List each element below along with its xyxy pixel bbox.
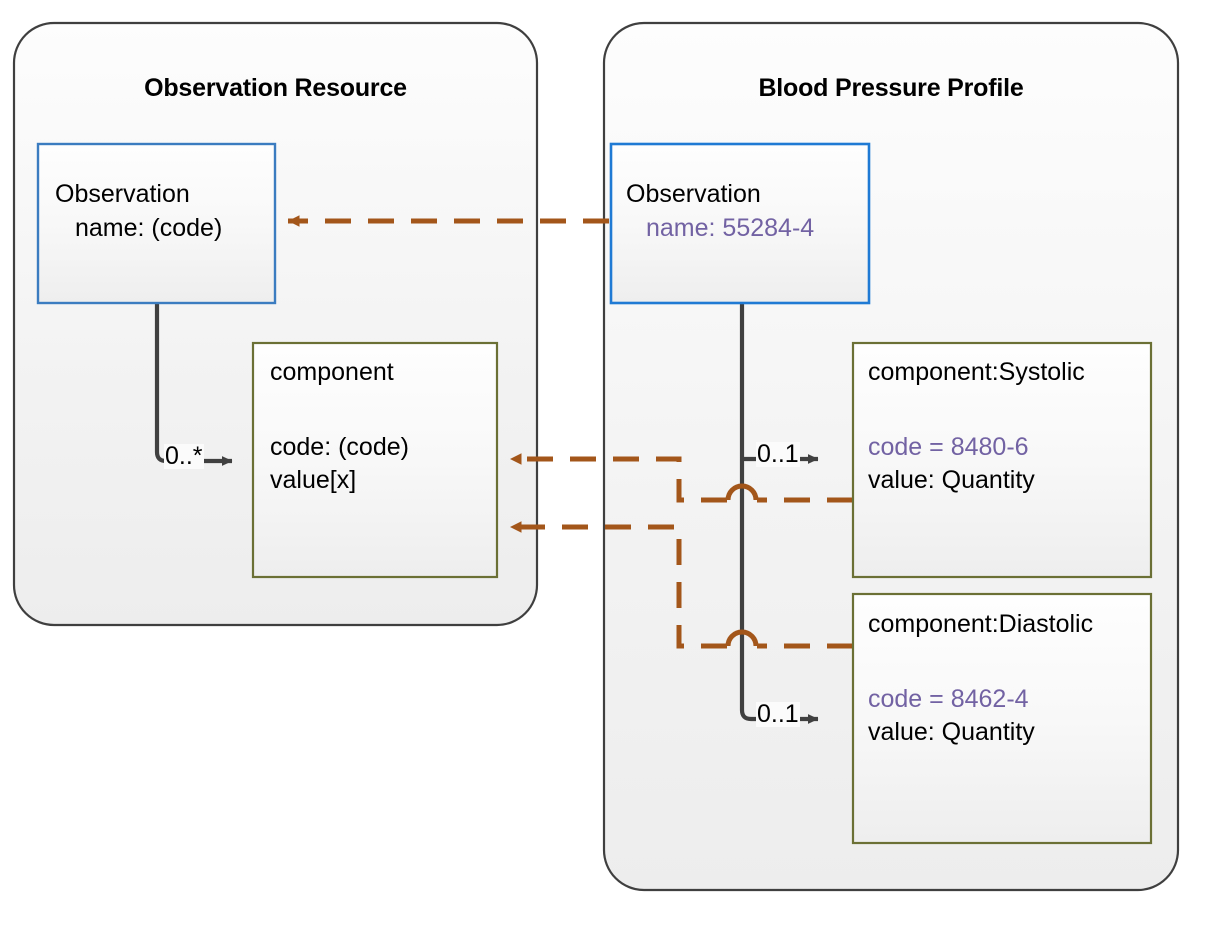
package-title-observation-resource: Observation Resource: [144, 74, 407, 102]
class-box-component-diastolic[interactable]: [851, 592, 1153, 845]
class-box-component-systolic[interactable]: [851, 341, 1153, 579]
class-component-diastolic-header: component:Diastolic: [868, 612, 1094, 638]
class-component-systolic-header: component:Systolic: [868, 360, 1085, 386]
class-box-component-base[interactable]: [251, 341, 499, 579]
class-box-observation-base[interactable]: [36, 142, 277, 305]
class-component-base-header: component: [270, 358, 394, 386]
constraint-diastolic-line-hop: [725, 629, 759, 647]
class-observation-base-attr-name: name: (code): [75, 214, 223, 242]
class-component-systolic-attr-code: code = 8480-6: [868, 433, 1029, 461]
class-component-systolic-attr-value: value: Quantity: [868, 466, 1035, 493]
constraint-diastolic-to-base-component: [510, 521, 727, 649]
class-component-base-attr-value: value[x]: [270, 466, 357, 494]
class-component-diastolic-attr-code: code = 8462-4: [868, 685, 1029, 713]
class-observation-base-text: Observation name: (code): [55, 182, 222, 241]
multiplicity-observation-component: 0..*: [164, 442, 204, 470]
class-observation-profile-header: Observation: [626, 180, 761, 208]
multiplicity-profile-diastolic: 0..1: [756, 700, 800, 728]
multiplicity-profile-systolic: 0..1: [756, 440, 800, 468]
constraint-systolic-to-base-component: [510, 453, 727, 503]
class-box-observation-profile[interactable]: [609, 142, 871, 305]
class-observation-base-header: Observation: [55, 180, 190, 208]
class-component-systolic-text: component:Systolic code = 8480-6 value: …: [868, 360, 1164, 493]
package-title-blood-pressure-profile: Blood Pressure Profile: [758, 74, 1024, 102]
class-component-diastolic-attr-value: value: Quantity: [868, 718, 1035, 745]
class-component-diastolic-text: component:Diastolic code = 8462-4 value:…: [868, 612, 1162, 745]
class-observation-profile-attr-name: name: 55284-4: [646, 214, 815, 242]
connector-profile-to-diastolic: [739, 303, 819, 724]
class-component-base-text: component code: (code) value[x]: [270, 360, 409, 493]
constraint-systolic-line-hop: [725, 483, 759, 501]
class-observation-profile-text: Observation name: 55284-4: [626, 182, 814, 241]
class-component-base-attr-code: code: (code): [270, 433, 409, 461]
